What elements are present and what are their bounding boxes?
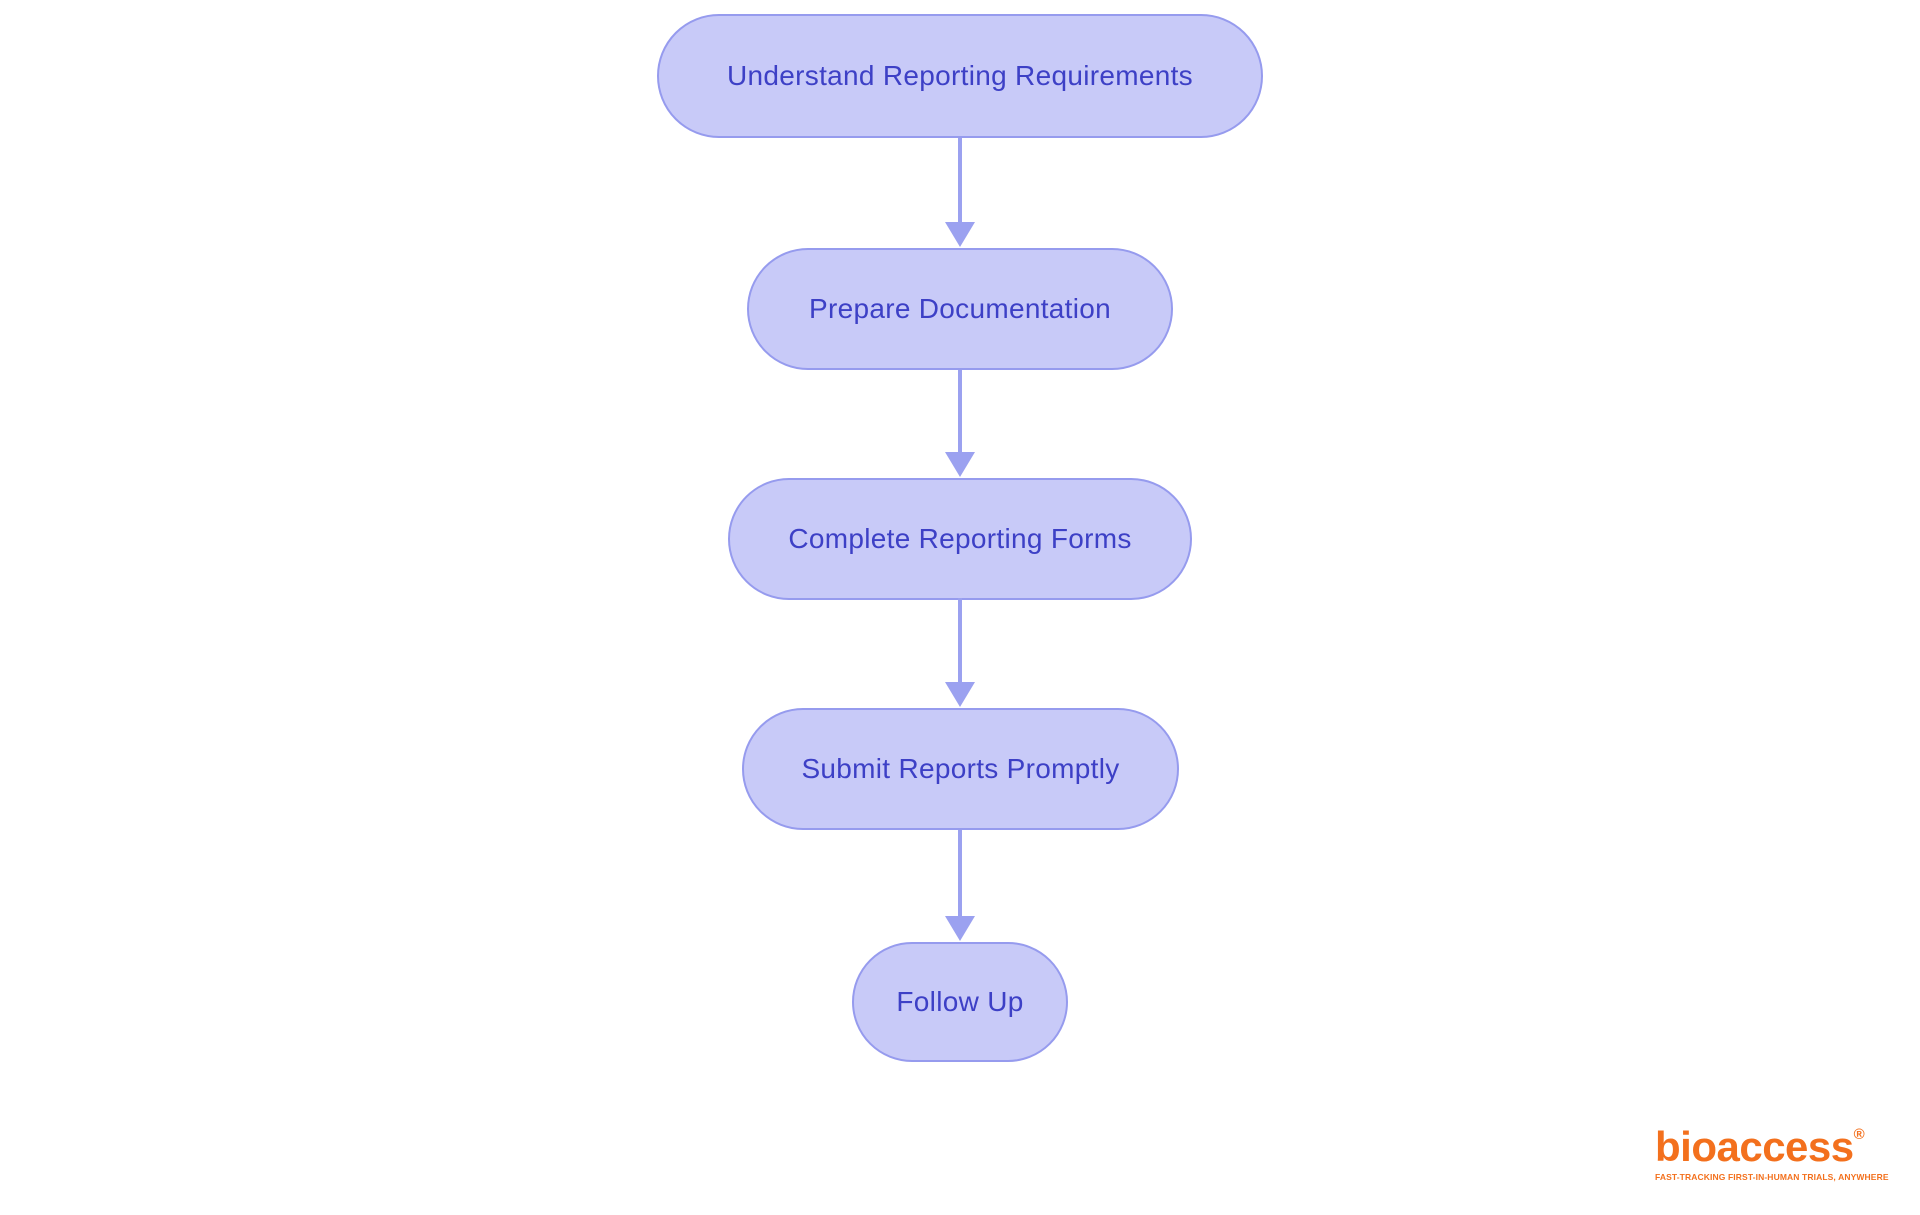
registered-trademark-icon: ®: [1853, 1126, 1865, 1143]
bioaccess-logo: bioaccess® FAST-TRACKING FIRST-IN-HUMAN …: [1655, 1126, 1889, 1183]
flow-node-label: Understand Reporting Requirements: [727, 60, 1193, 92]
arrow-line: [958, 370, 962, 454]
arrow-head-icon: [945, 452, 975, 477]
arrow-head-icon: [945, 682, 975, 707]
flow-arrow-4: [945, 830, 975, 941]
flow-node-label: Prepare Documentation: [808, 293, 1112, 325]
flow-node-label: Follow Up: [896, 986, 1024, 1018]
bioaccess-wordmark: bioaccess®: [1655, 1126, 1875, 1168]
flow-node-submit-reports-promptly: Submit Reports Promptly: [742, 708, 1179, 830]
flow-node-follow-up: Follow Up: [852, 942, 1068, 1062]
flow-arrow-2: [945, 370, 975, 477]
flow-node-label: Submit Reports Promptly: [801, 753, 1120, 785]
bioaccess-wordmark-text: bioaccess: [1655, 1123, 1854, 1170]
bioaccess-tagline: FAST-TRACKING FIRST-IN-HUMAN TRIALS, ANY…: [1655, 1172, 1889, 1182]
flow-arrow-1: [945, 138, 975, 247]
arrow-head-icon: [945, 222, 975, 247]
arrow-line: [958, 598, 962, 684]
arrow-line: [958, 138, 962, 224]
flow-node-label: Complete Reporting Forms: [788, 523, 1132, 555]
arrow-head-icon: [945, 916, 975, 941]
flow-node-prepare-documentation: Prepare Documentation: [747, 248, 1173, 370]
flow-node-complete-reporting-forms: Complete Reporting Forms: [728, 478, 1192, 600]
flow-arrow-3: [945, 598, 975, 707]
flow-node-understand-reporting-requirements: Understand Reporting Requirements: [657, 14, 1263, 138]
arrow-line: [958, 830, 962, 918]
